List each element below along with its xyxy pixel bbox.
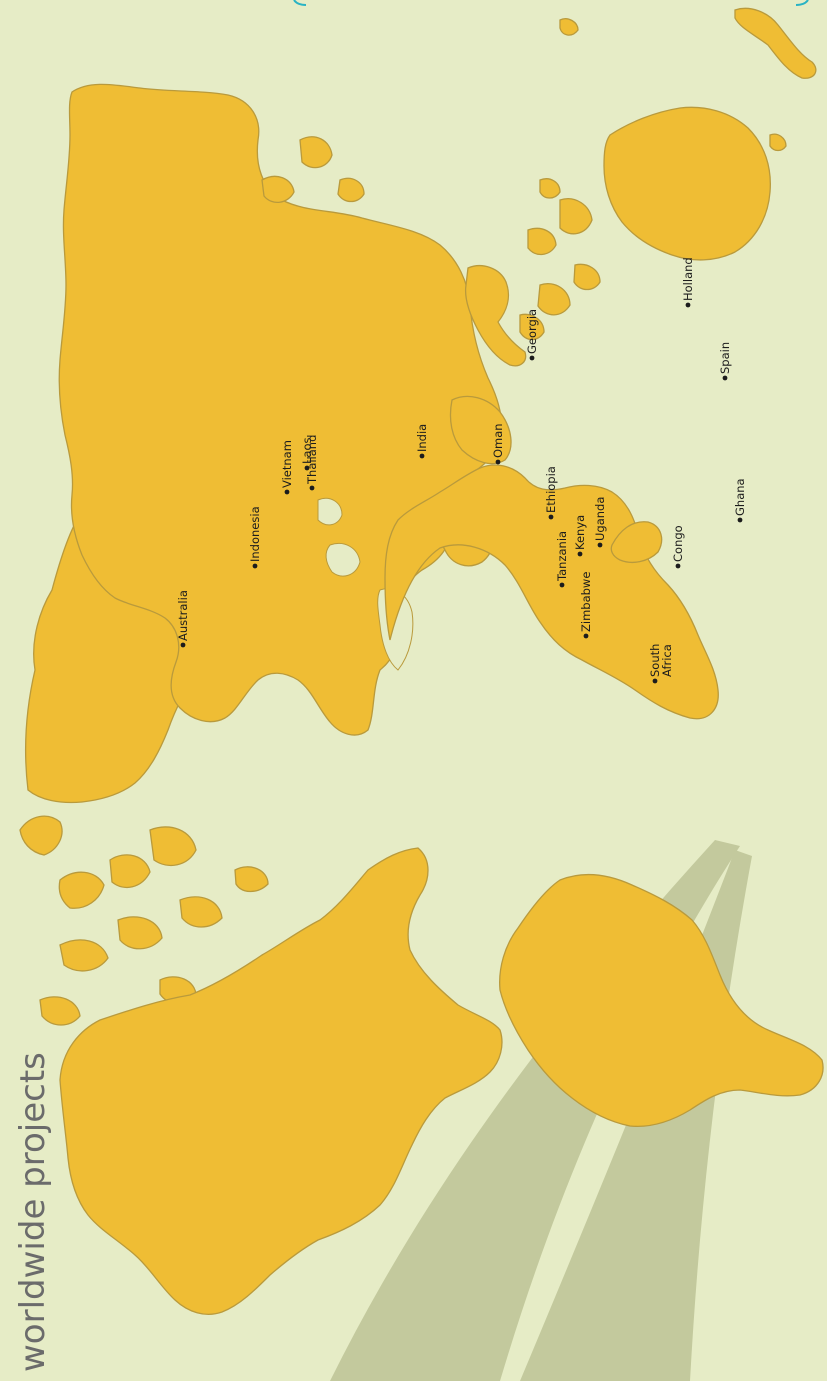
country-label-thailand: Thailand [305,435,319,485]
arctic-islands [19,815,269,1026]
country-marker-vietnam: Vietnam [280,440,294,495]
location-dot-holland [685,302,691,308]
country-label-australia: Australia [176,590,190,641]
country-label-indonesia: Indonesia [248,506,262,562]
country-marker-ethiopia: Ethiopia [544,466,558,520]
indonesia-islands [519,178,601,341]
country-label-ghana: Ghana [733,478,747,516]
country-marker-uganda: Uganda [593,497,607,548]
accent-bracket-right [795,0,809,6]
country-markers: SurinameSpainHollandGeorgiaOmanIndiaLaos… [176,257,747,684]
country-label-holland: Holland [681,257,695,301]
location-dot-south-africa [652,678,658,684]
pacific-islands [559,7,817,152]
country-marker-zimbabwe: Zimbabwe [579,572,593,639]
location-dot-oman [495,459,501,465]
country-label-spain: Spain [718,342,732,374]
country-label-india: India [415,424,429,452]
south-america-landmass [499,873,824,1128]
country-label-kenya: Kenya [573,515,587,550]
country-label-zimbabwe: Zimbabwe [579,572,593,632]
country-label-georgia: Georgia [525,309,539,354]
location-dot-uganda [597,542,603,548]
location-dot-thailand [309,485,315,491]
location-dot-ethiopia [548,514,554,520]
location-dot-tanzania [559,582,565,588]
location-dot-vietnam [284,489,290,495]
location-dot-india [419,453,425,459]
country-label-oman: Oman [491,423,505,458]
accent-bracket-left [293,0,307,6]
location-dot-congo [675,563,681,569]
black-sea [325,543,361,577]
location-dot-zimbabwe [583,633,589,639]
country-marker-india: India [415,424,429,459]
location-dot-indonesia [252,563,258,569]
location-dot-spain [722,375,728,381]
country-label-congo: Congo [671,525,685,562]
country-label-laos: Laos [300,438,314,464]
country-marker-congo: Congo [671,525,685,569]
country-label-vietnam: Vietnam [280,440,294,488]
southeast-asia-peninsula [464,265,527,367]
country-marker-oman: Oman [491,423,505,465]
country-marker-indonesia: Indonesia [248,506,262,569]
country-marker-australia: Australia [176,590,190,648]
country-label-tanzania: Tanzania [555,531,569,582]
location-dot-ghana [737,517,743,523]
north-america-landmass [59,847,503,1315]
map-title: worldwide projects [13,1052,53,1372]
country-marker-laos: Laos [300,438,314,471]
location-dot-australia [180,642,186,648]
madagascar-island [610,521,663,563]
location-dot-georgia [529,355,535,361]
country-marker-south-africa: SouthAfrica [648,644,674,684]
east-asia-islands [261,136,365,203]
australia-landmass [603,106,771,261]
country-marker-spain: Spain [718,342,732,381]
country-marker-tanzania: Tanzania [555,531,569,588]
country-label-ethiopia: Ethiopia [544,466,558,513]
caspian-sea [317,497,343,526]
country-label-uganda: Uganda [593,497,607,541]
country-marker-holland: Holland [681,257,695,308]
country-marker-georgia: Georgia [525,309,539,361]
country-marker-ghana: Ghana [733,478,747,523]
indian-subcontinent [449,395,512,465]
country-marker-thailand: Thailand [305,435,319,491]
country-marker-kenya: Kenya [573,515,587,557]
location-dot-laos [304,465,310,471]
location-dot-kenya [577,551,583,557]
country-label-south-africa: SouthAfrica [648,644,674,677]
